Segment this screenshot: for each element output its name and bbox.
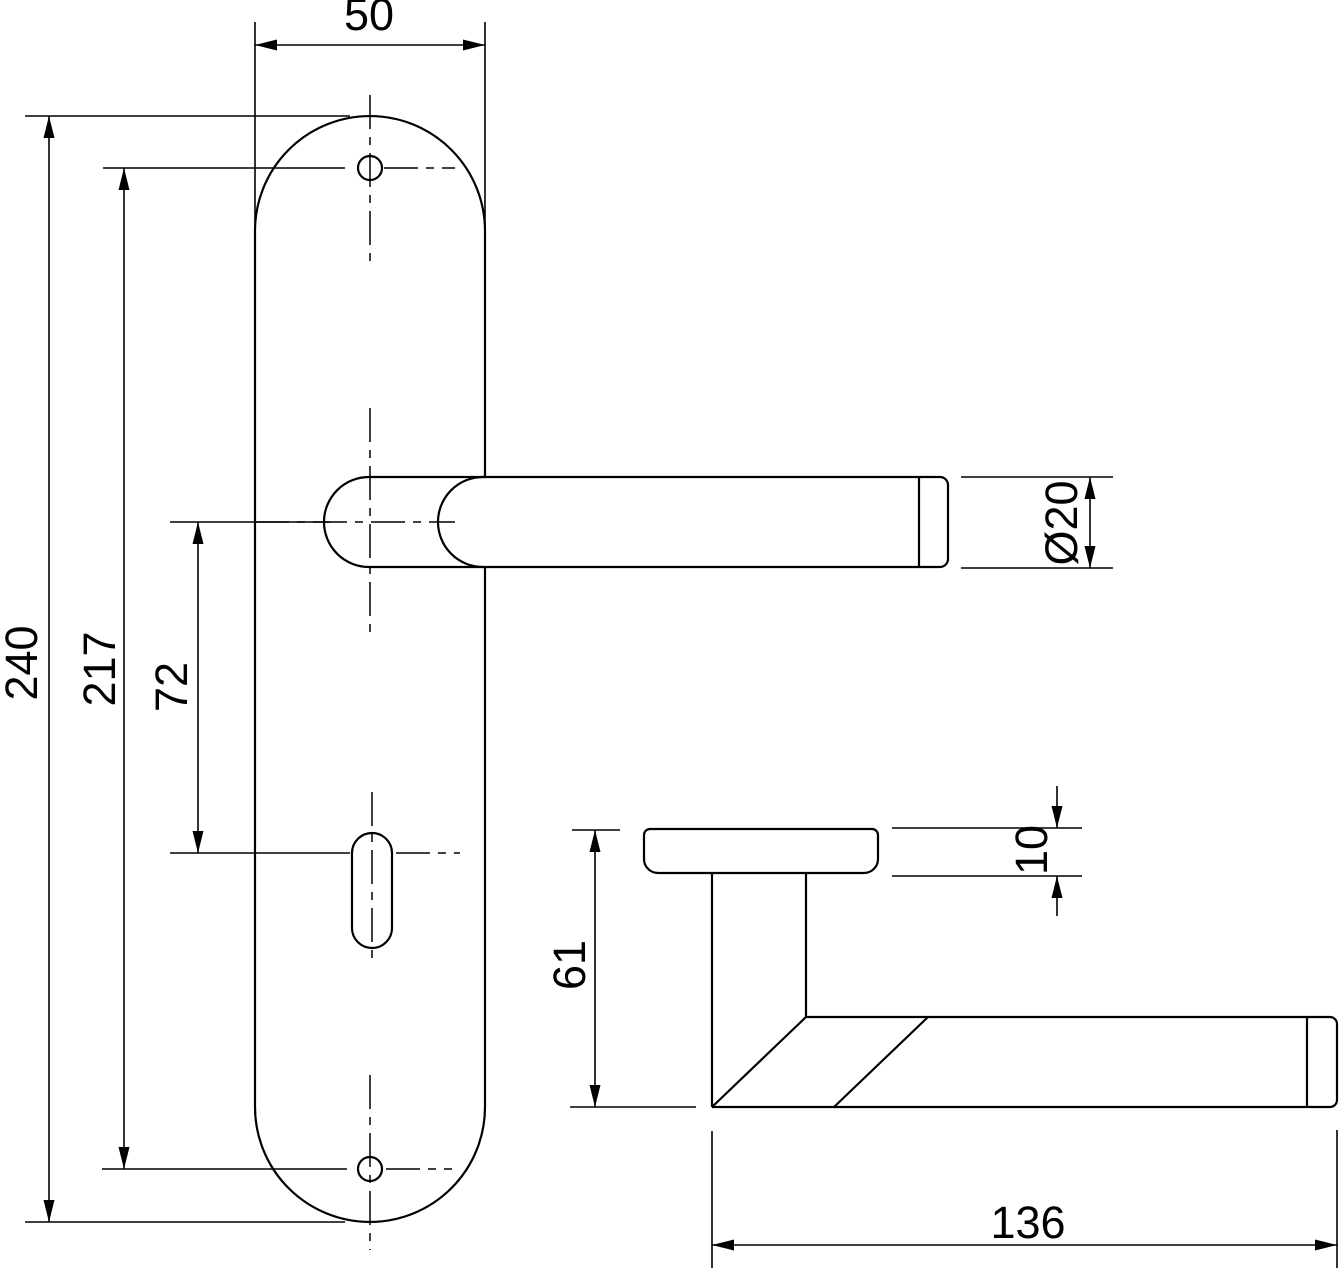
side-view (642, 827, 1339, 1109)
lever-side-outline (710, 873, 1339, 1109)
dimension-label-lever-length: 136 (990, 1197, 1065, 1248)
dimension-plate-thickness: 10 (892, 786, 1082, 916)
dimension-screw-spacing: 217 (74, 167, 347, 1170)
dimension-label-plate-height: 240 (0, 625, 47, 700)
dimension-label-handle-projection: 61 (544, 940, 595, 990)
keyhole (350, 831, 394, 950)
lever-handle-front (322, 475, 950, 569)
dimension-label-plate-thickness: 10 (1006, 825, 1057, 875)
dimension-handle-projection: 61 (544, 829, 696, 1108)
dimension-plate-width: 50 (254, 0, 486, 231)
lever-bend-miter-lines (711, 1016, 929, 1108)
backplate-section (642, 827, 880, 875)
dimension-label-plate-width: 50 (344, 0, 394, 40)
dimension-handle-to-keyhole: 72 (146, 521, 350, 854)
backplate-outline (253, 114, 487, 1224)
dimension-label-handle-to-keyhole: 72 (146, 662, 197, 712)
front-view (253, 114, 950, 1224)
dimension-lever-length: 136 (711, 1130, 1338, 1268)
dimension-label-screw-spacing: 217 (74, 631, 125, 706)
centerlines (255, 95, 460, 1250)
dimension-label-lever-diameter: Ø20 (1036, 480, 1087, 565)
dimension-plate-height: 240 (0, 115, 350, 1223)
dimension-lever-diameter: Ø20 (961, 476, 1113, 569)
